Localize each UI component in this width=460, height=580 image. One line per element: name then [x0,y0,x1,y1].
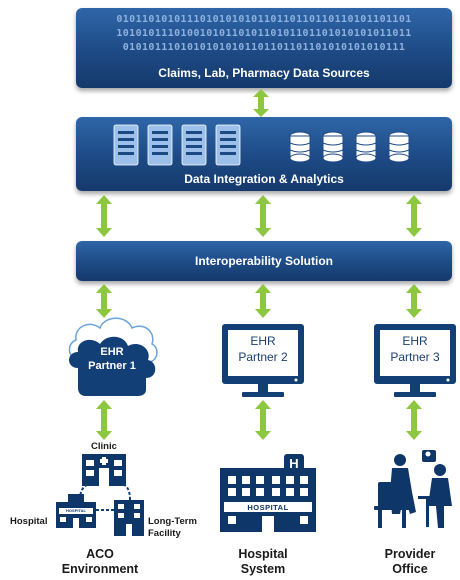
partner-3-line-1: EHR [402,334,428,348]
doctor-patient-icon [374,450,452,528]
double-arrow-icon [406,195,422,237]
long-term-facility-icon [114,500,144,536]
caption-hospital-line-2: System [240,562,286,576]
server-rack-icons [113,124,241,166]
caption-provider-line-2: Office [392,562,428,576]
binary-line-2: 1010101110100101011010110101101101010101… [116,28,412,39]
partner-2-line-2: Partner 2 [238,350,288,364]
integration-label: Data Integration & Analytics [184,172,344,186]
caption-hospital-line-1: Hospital [238,547,288,561]
cloud-icon [68,317,158,396]
binary-line-3: 0101011101010101010110110110110101010101… [122,42,406,53]
clinic-building-icon [82,454,126,486]
database-icons [289,131,410,163]
double-arrow-icon [96,400,112,440]
long-term-label-line-1: Long-Term [148,516,197,527]
interop-bar: Interoperability Solution [76,241,452,281]
data-sources-panel: 0101101010111010101010110110110110110101… [76,8,452,88]
double-arrow-icon [96,195,112,237]
partner-1-line-2: Partner 1 [88,360,136,372]
binary-line-1: 0101101010111010101010110110110110110101… [116,14,412,25]
caption-aco-line-2: Environment [61,562,139,576]
hospital-h-sign: H [289,456,299,471]
double-arrow-icon [255,400,271,440]
data-sources-label: Claims, Lab, Pharmacy Data Sources [158,66,370,80]
double-arrow-icon [255,195,271,237]
small-hospital-icon [56,494,96,528]
double-arrow-icon [406,284,422,318]
monitor-icon [374,324,456,397]
double-arrow-icon [406,400,422,440]
hospital-label: Hospital [10,516,48,527]
partner-3-line-2: Partner 3 [390,350,440,364]
small-hospital-sign: HOSPITAL [66,508,86,513]
caption-aco-line-1: ACO [86,547,114,561]
partner-1-line-1: EHR [100,346,124,358]
integration-panel: Data Integration & Analytics [76,117,452,191]
partner-2-line-1: EHR [250,334,276,348]
long-term-label-line-2: Facility [148,528,181,539]
hospital-building-icon [220,454,316,532]
interop-label: Interoperability Solution [194,254,333,268]
clinic-label: Clinic [91,441,117,452]
caption-provider-line-1: Provider [384,547,436,561]
hospital-main-sign: HOSPITAL [247,503,289,512]
double-arrow-icon [255,284,271,318]
monitor-icon [222,324,304,397]
double-arrow-icon [253,89,269,117]
double-arrow-icon [96,284,112,318]
